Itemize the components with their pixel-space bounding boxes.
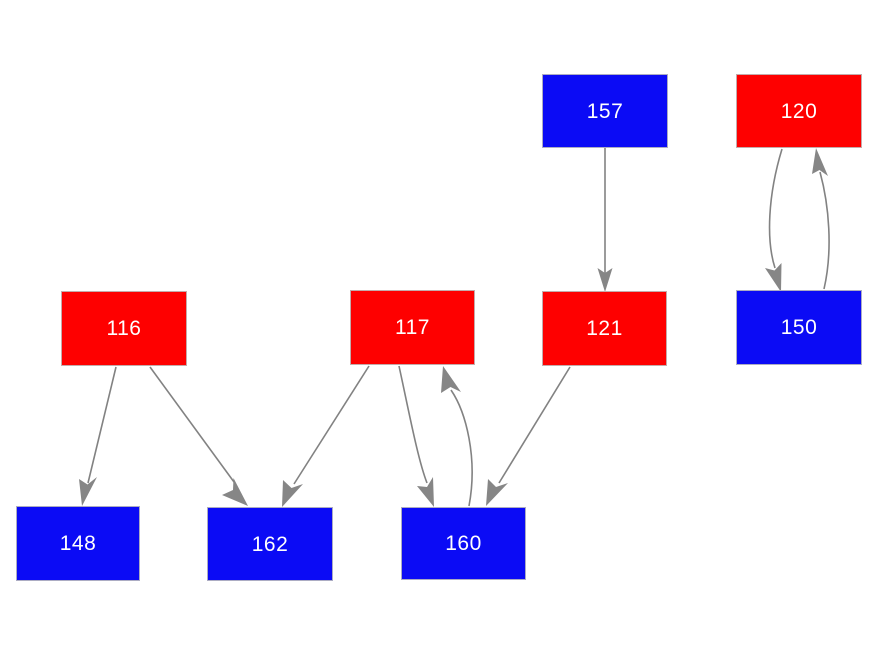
graph-node-121[interactable]: 121: [542, 291, 667, 366]
edge-160-to-117: [441, 366, 473, 507]
edge-117-to-162: [282, 365, 370, 507]
graph-node-label: 120: [780, 99, 818, 123]
edge-116-to-148: [79, 366, 117, 506]
graph-node-label: 116: [106, 317, 142, 340]
graph-node-148[interactable]: 148: [16, 506, 140, 581]
graph-node-162[interactable]: 162: [207, 507, 333, 581]
graph-node-120[interactable]: 120: [736, 74, 862, 148]
edge-117-to-160: [398, 365, 434, 507]
graph-node-150[interactable]: 150: [736, 290, 862, 365]
graph-node-label: 160: [445, 532, 482, 555]
edge-116-to-162: [149, 366, 248, 506]
graph-node-117[interactable]: 117: [350, 290, 475, 365]
edge-150-to-120: [812, 148, 830, 290]
graph-node-116[interactable]: 116: [61, 291, 187, 366]
graph-node-157[interactable]: 157: [542, 74, 668, 148]
graph-node-label: 157: [586, 99, 624, 123]
graph-node-label: 117: [395, 316, 430, 339]
graph-node-label: 148: [59, 532, 97, 555]
graph-node-label: 121: [586, 317, 623, 340]
edge-157-to-121: [597, 148, 613, 292]
edge-121-to-160: [486, 366, 571, 506]
edge-120-to-150: [765, 148, 783, 292]
graph-node-label: 150: [780, 316, 818, 339]
graph-node-160[interactable]: 160: [401, 507, 526, 580]
graph-node-label: 162: [251, 532, 289, 556]
